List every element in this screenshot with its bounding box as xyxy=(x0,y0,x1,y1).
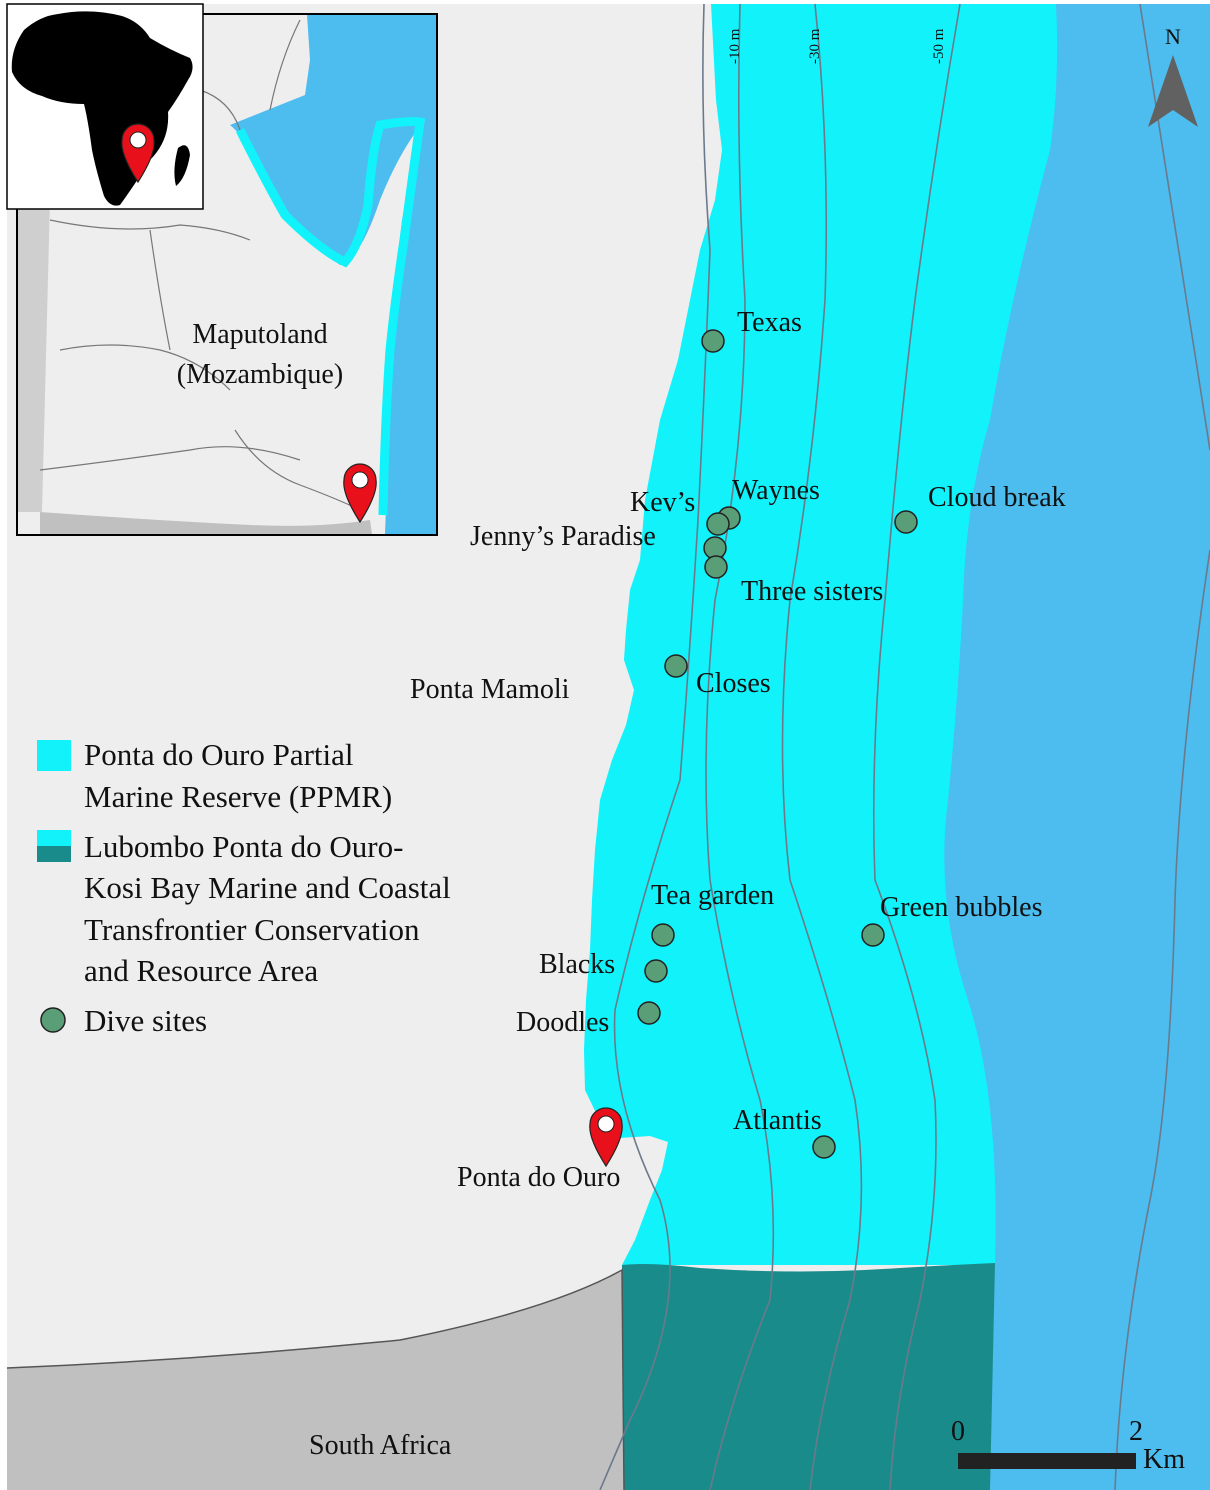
dive-site-label: Three sisters xyxy=(741,576,883,607)
dive-site-label: Atlantis xyxy=(733,1105,822,1136)
legend-label-ppmr: Ponta do Ouro Partial xyxy=(84,737,354,772)
dive-site-label: Doodles xyxy=(516,1007,609,1038)
dive-site-label: Closes xyxy=(696,668,771,699)
dive-site-dot-icon xyxy=(651,923,675,947)
depth-label-10m: -10 m xyxy=(727,28,743,64)
location-pin-icon xyxy=(343,463,377,524)
north-label: N xyxy=(1165,24,1181,49)
inset-west-strip xyxy=(18,200,50,512)
inset-south-strip xyxy=(40,512,372,534)
dive-site-dot-icon xyxy=(701,329,725,353)
legend-swatch-ppmr xyxy=(37,740,71,771)
transfrontier-conservation-area xyxy=(622,1263,995,1490)
legend-label-ppmr: Marine Reserve (PPMR) xyxy=(84,779,392,814)
legend-swatch-tfca xyxy=(37,846,71,862)
depth-contours xyxy=(599,3,1210,1490)
place-label-ponta-mamoli: Ponta Mamoli xyxy=(410,674,570,705)
inset-reserve-coast xyxy=(235,116,426,516)
dive-site-labels: Texas Waynes Kev’s Jenny’s Paradise Thre… xyxy=(470,307,1066,1136)
location-pin-icon xyxy=(121,123,155,184)
legend-label-tfca: Kosi Bay Marine and Coastal xyxy=(84,870,451,905)
dive-site-label: Waynes xyxy=(732,475,820,506)
legend-swatch-tfca xyxy=(37,830,71,846)
depth-label-30m: -30 m xyxy=(807,28,823,64)
dive-site-dot-icon xyxy=(706,512,730,536)
depth-label-50m: -50 m xyxy=(931,28,947,64)
dive-site-label: Jenny’s Paradise xyxy=(470,521,656,552)
legend-label-tfca: Transfrontier Conservation xyxy=(84,912,420,947)
inset-region-label-country: (Mozambique) xyxy=(177,359,343,390)
scale-unit-label: Km xyxy=(1143,1444,1185,1475)
north-arrow-icon xyxy=(1148,55,1198,127)
dive-site-label: Tea garden xyxy=(651,880,774,911)
inset-sea xyxy=(230,15,436,534)
scale-start-label: 0 xyxy=(951,1416,965,1447)
depth-labels: -10 m -30 m -50 m xyxy=(727,28,947,64)
dive-site-dot-icon xyxy=(644,959,668,983)
dive-site-label: Green bubbles xyxy=(880,892,1043,923)
legend: Ponta do Ouro Partial Marine Reserve (PP… xyxy=(37,737,451,1038)
dive-site-label: Texas xyxy=(737,307,802,338)
location-pin-icon xyxy=(589,1107,623,1168)
dive-sites xyxy=(637,329,918,1159)
inset-region-label: Maputoland xyxy=(192,319,327,350)
scale-end-label: 2 xyxy=(1129,1416,1143,1447)
dive-site-label: Kev’s xyxy=(630,487,695,518)
ppmr-reserve-area xyxy=(584,4,1058,1265)
place-label-ponta-do-ouro: Ponta do Ouro xyxy=(457,1162,620,1193)
dive-site-dot-icon xyxy=(637,1001,661,1025)
scale-bar: 0 2 Km xyxy=(951,1416,1185,1475)
place-label-south-africa: South Africa xyxy=(309,1430,452,1461)
legend-label-tfca: Lubombo Ponta do Ouro- xyxy=(84,829,403,864)
legend-label-dive-sites: Dive sites xyxy=(84,1003,207,1038)
dive-site-dot-icon xyxy=(704,555,728,579)
dive-site-dot-icon xyxy=(664,654,688,678)
north-arrow: N xyxy=(1148,24,1198,127)
inset-map: Maputoland (Mozambique) xyxy=(6,3,438,536)
deep-sea xyxy=(940,4,1210,1490)
dive-site-label: Blacks xyxy=(539,949,615,980)
border-line xyxy=(6,1268,625,1490)
dive-site-dot-icon xyxy=(861,923,885,947)
dive-site-dot-icon xyxy=(812,1135,836,1159)
dive-site-dot-icon xyxy=(894,510,918,534)
dive-site-dot-icon xyxy=(40,1007,66,1033)
dive-site-label: Cloud break xyxy=(928,482,1066,513)
legend-label-tfca: and Resource Area xyxy=(84,953,318,988)
